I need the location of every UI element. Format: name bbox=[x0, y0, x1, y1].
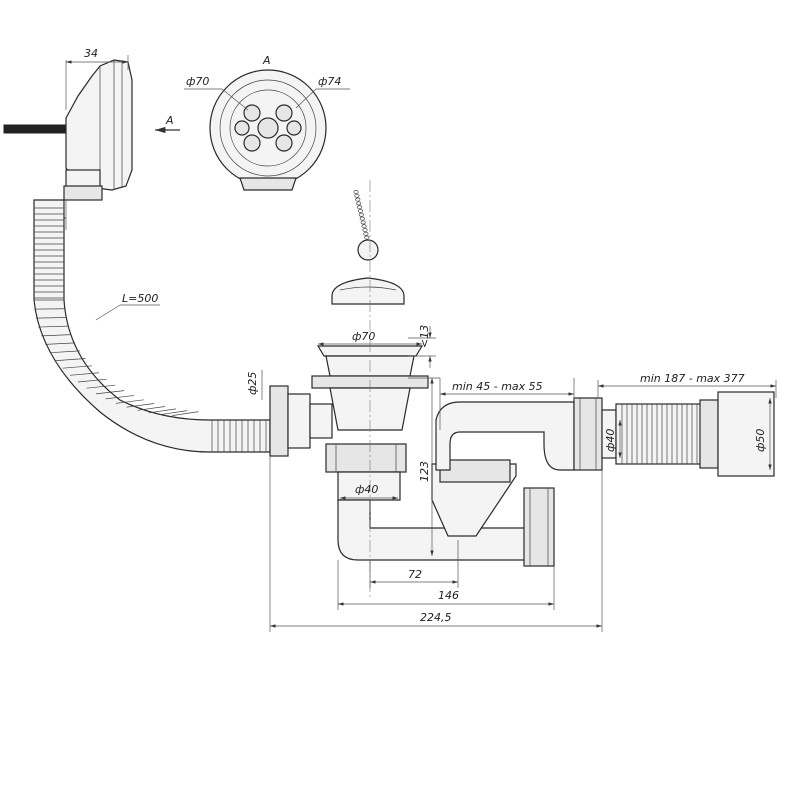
view-arrow: A bbox=[155, 114, 180, 134]
plug-height-label: <13 bbox=[418, 325, 431, 348]
view-a-label: A bbox=[262, 54, 271, 67]
grid-outer-label: ф74 bbox=[318, 75, 341, 88]
width-72-label: 72 bbox=[408, 568, 422, 581]
overflow-unit bbox=[3, 59, 133, 201]
hose-length-label: L=500 bbox=[122, 292, 158, 305]
overflow-front-view: A bbox=[209, 54, 327, 191]
dim-grid-diameters: ф70 ф74 bbox=[184, 75, 350, 111]
siphon-outlet-label: ф40 bbox=[604, 429, 617, 452]
dimensions: ф25 ф70 <13 123 ф40 min 45 - max 55 ф40 … bbox=[246, 325, 777, 632]
plug-with-chain bbox=[331, 190, 405, 305]
corrugated-length-label: min 187 - max 377 bbox=[640, 372, 745, 385]
total-width-label: 224,5 bbox=[420, 611, 452, 624]
drain-diameter-label: ф50 bbox=[754, 429, 767, 452]
width-146-label: 146 bbox=[438, 589, 459, 602]
outlet-diameter-label: ф40 bbox=[355, 483, 378, 496]
height-123-label: 123 bbox=[418, 461, 431, 482]
overflow-bolt bbox=[3, 124, 67, 134]
dim-hose-length: L=500 bbox=[95, 292, 160, 321]
dim-overflow-width: 34 bbox=[65, 47, 129, 110]
drain-body bbox=[269, 345, 775, 567]
pipe-length-label: min 45 - max 55 bbox=[452, 380, 543, 393]
corrugated-hose bbox=[33, 199, 271, 453]
hose-diameter-label: ф25 bbox=[246, 372, 259, 395]
view-arrow-label: A bbox=[165, 114, 174, 127]
plug-diameter-label: ф70 bbox=[352, 330, 375, 343]
dim-34-label: 34 bbox=[84, 47, 98, 60]
grid-inner-label: ф70 bbox=[186, 75, 209, 88]
